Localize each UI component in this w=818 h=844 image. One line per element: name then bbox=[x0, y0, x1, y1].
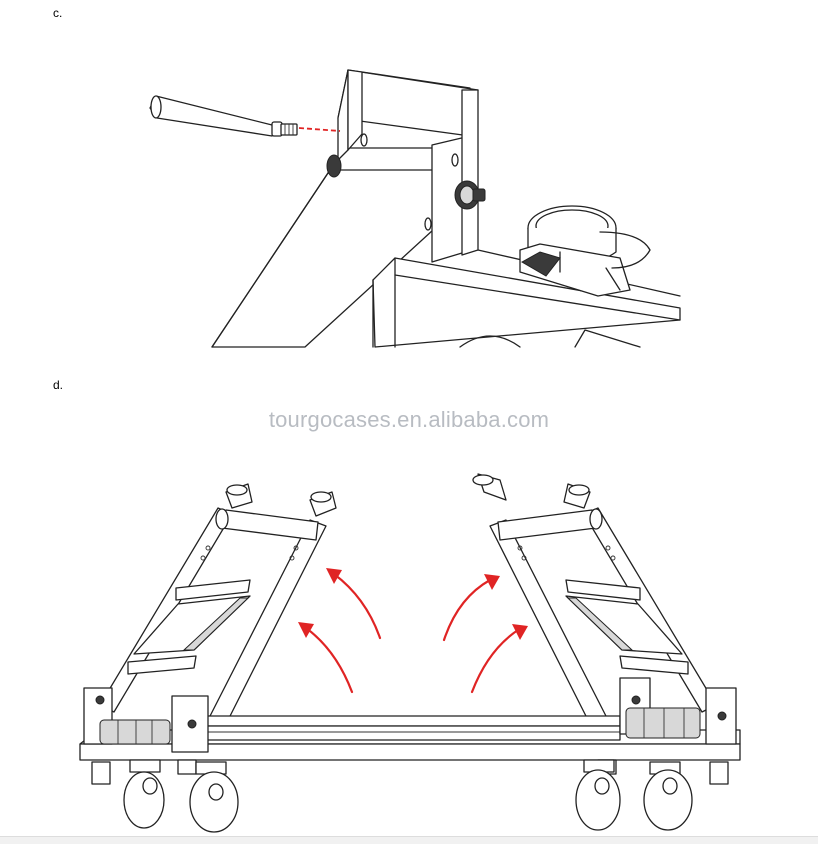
watermark-text: tourgocases.en.alibaba.com bbox=[268, 407, 550, 432]
step-c-illustration bbox=[149, 69, 681, 348]
u-bracket bbox=[337, 69, 479, 263]
right-ladder-frame bbox=[472, 473, 717, 729]
caster-back-right bbox=[643, 761, 693, 831]
step-d-label: d. bbox=[53, 378, 64, 392]
insert-guide-icon bbox=[298, 127, 341, 132]
rotation-arrows bbox=[298, 568, 528, 694]
curved-arrow-icon bbox=[298, 622, 354, 694]
footer-strip bbox=[0, 836, 818, 844]
caster-housing bbox=[519, 205, 651, 297]
lock-knob bbox=[326, 154, 486, 210]
step-c-label: c. bbox=[53, 6, 63, 20]
caster-front-mid bbox=[189, 761, 239, 833]
base-frame bbox=[372, 249, 681, 348]
curved-arrow-icon bbox=[326, 568, 382, 640]
caster-front-left bbox=[123, 759, 165, 829]
pin bbox=[149, 95, 298, 137]
trolley-base bbox=[79, 677, 741, 785]
left-ladder-frame bbox=[99, 483, 337, 729]
caster-back-mid bbox=[575, 759, 621, 831]
curved-arrow-icon bbox=[470, 624, 528, 694]
curved-arrow-icon bbox=[442, 574, 500, 642]
